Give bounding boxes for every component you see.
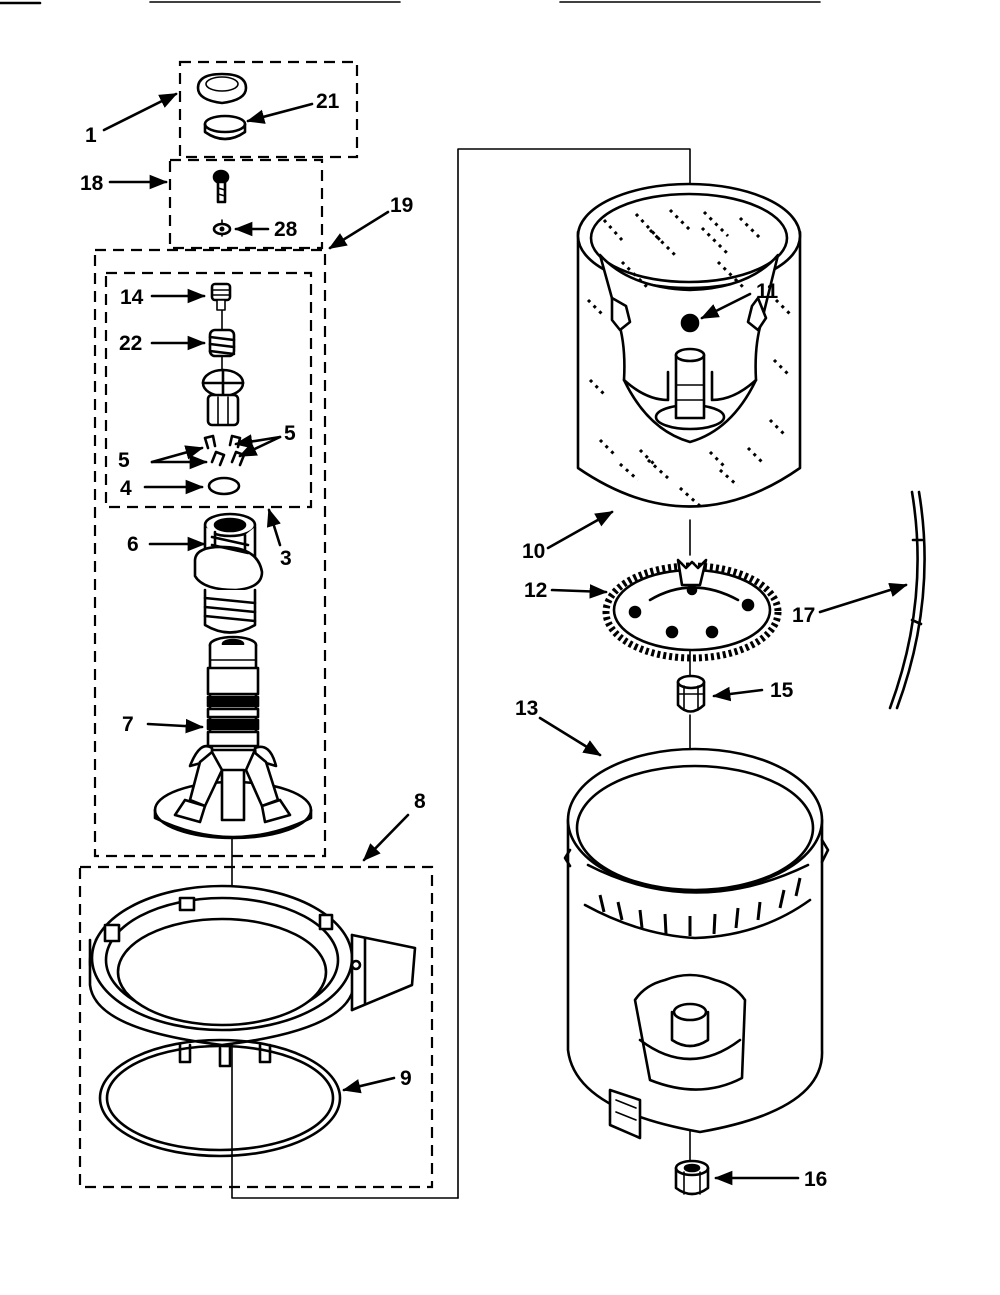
callout-6: 6	[127, 533, 139, 556]
callout-5-left: 5	[118, 449, 130, 472]
seal-icon	[98, 1038, 342, 1158]
outer-tub-icon	[563, 747, 830, 1140]
callout-28: 28	[274, 218, 298, 241]
box-kit-3	[104, 271, 313, 509]
washer-icon	[212, 222, 232, 236]
callout-4: 4	[120, 477, 132, 500]
callout-22: 22	[119, 332, 142, 355]
top-edge-marks	[0, 1, 821, 5]
callout-9: 9	[400, 1067, 412, 1090]
drive-nut-icon	[674, 1159, 710, 1196]
callout-17: 17	[792, 604, 815, 627]
callout-16: 16	[804, 1168, 827, 1191]
hub-gear-icon	[602, 558, 782, 662]
agitator-cap-icon	[196, 72, 248, 105]
leader-arrows	[102, 92, 908, 1186]
callout-14: 14	[120, 286, 144, 309]
box-kit-1	[178, 60, 359, 159]
callout-8: 8	[414, 790, 426, 813]
callout-13: 13	[515, 697, 538, 720]
callout-18: 18	[80, 172, 104, 195]
box-kit-18	[168, 158, 324, 250]
group-boxes	[78, 60, 434, 1189]
callout-labels: 1 3 4 5 5 6 7 8 9 10 11 12 13 14 15 16 1…	[80, 90, 827, 1191]
callout-11: 11	[756, 280, 779, 303]
bolt-icon	[212, 169, 230, 204]
callout-7: 7	[122, 713, 134, 736]
spring-icon	[208, 328, 236, 358]
seal-ring-icon	[203, 114, 247, 141]
seal-strip-icon	[888, 490, 926, 710]
callout-19: 19	[390, 194, 413, 217]
coupling-icon	[676, 674, 706, 713]
clips-icon	[203, 434, 246, 467]
callout-5-right: 5	[284, 422, 296, 445]
basket-icon	[576, 182, 802, 508]
callout-3: 3	[280, 547, 292, 570]
box-assembly-19	[93, 248, 327, 858]
o-ring-icon	[207, 476, 241, 496]
basket-perforations	[586, 208, 794, 508]
callout-10: 10	[522, 540, 545, 563]
box-assembly-8	[78, 865, 434, 1189]
drive-tube-icon	[153, 635, 313, 840]
callout-21: 21	[316, 90, 340, 113]
callout-1: 1	[85, 124, 97, 147]
tub-ring-icon	[88, 884, 417, 1068]
callout-15: 15	[770, 679, 794, 702]
drive-block-icon	[201, 368, 245, 427]
callout-12: 12	[524, 579, 547, 602]
cam-assembly-icon	[193, 512, 264, 634]
plug-icon	[210, 282, 232, 311]
